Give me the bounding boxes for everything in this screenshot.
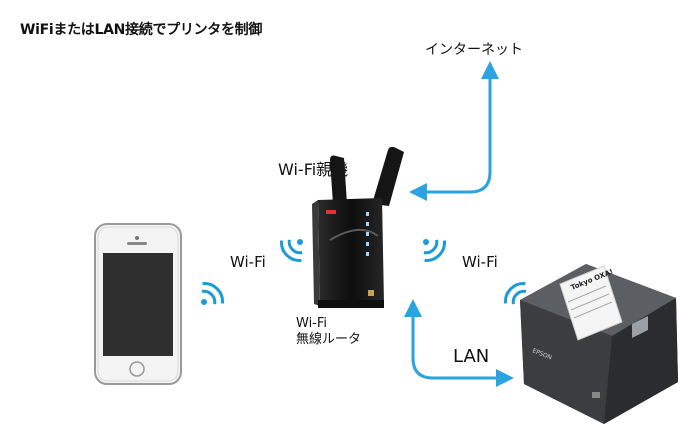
wifi-left-label: Wi-Fi: [230, 253, 266, 271]
wifi-signal-icon-left: [201, 282, 224, 305]
internet-arrow: [409, 61, 499, 201]
wifi-signal-icon-router-left: [280, 239, 303, 262]
internet-label: インターネット: [425, 42, 523, 58]
router-icon: [312, 146, 404, 308]
router-desc-line1: Wi-Fi: [296, 316, 328, 331]
router-description: Wi-Fi 無線ルータ: [296, 316, 361, 348]
router-desc-line2: 無線ルータ: [296, 332, 362, 347]
smartphone-icon: [94, 223, 182, 385]
diagram-title: WiFiまたはLAN接続でプリンタを制御: [20, 22, 263, 38]
wifi-signal-icon-router-right: [423, 239, 446, 262]
printer-icon: Tokyo OXA! EPSON: [520, 264, 678, 424]
lan-arrow: [404, 299, 514, 387]
wifi-right-label: Wi-Fi: [462, 253, 498, 271]
